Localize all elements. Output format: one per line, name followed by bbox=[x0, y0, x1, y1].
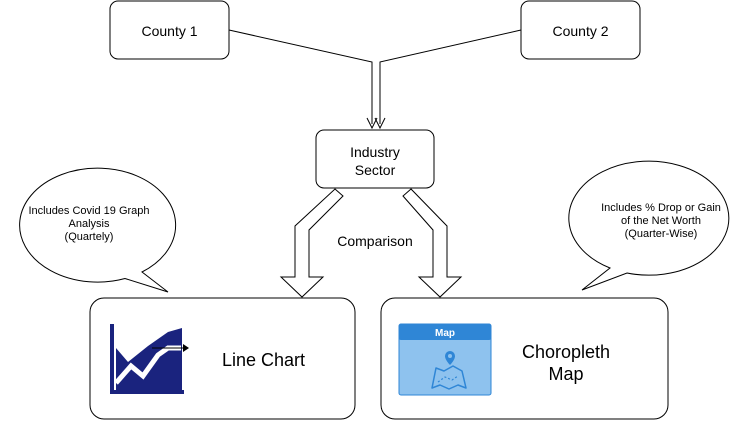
callout-left-line1: Includes Covid 19 Graph bbox=[28, 205, 149, 217]
callout-right-line3: (Quarter-Wise) bbox=[625, 228, 698, 240]
callout-left-line2: Analysis bbox=[69, 218, 110, 230]
industry-sector-label-line1: Industry bbox=[350, 144, 400, 160]
line-chart-node[interactable]: Line Chart bbox=[89, 297, 356, 420]
arrow-industry-to-choropleth bbox=[402, 188, 463, 298]
map-icon: Map bbox=[398, 323, 492, 396]
county-1-node[interactable]: County 1 bbox=[109, 0, 230, 60]
map-icon-title: Map bbox=[435, 328, 455, 339]
comparison-label: Comparison bbox=[337, 233, 412, 249]
callout-left-line3: (Quartely) bbox=[65, 231, 114, 243]
callout-right: Includes % Drop or Gain of the Net Worth… bbox=[568, 160, 730, 291]
choropleth-map-node[interactable]: Map Choropleth Map bbox=[380, 297, 669, 420]
callout-right-line2: of the Net Worth bbox=[621, 215, 701, 227]
industry-sector-label-line2: Sector bbox=[355, 162, 396, 178]
county-2-node[interactable]: County 2 bbox=[520, 0, 641, 60]
choropleth-label-line2: Map bbox=[548, 364, 583, 384]
county-2-label: County 2 bbox=[552, 23, 608, 39]
callout-right-line1: Includes % Drop or Gain bbox=[601, 202, 721, 214]
county-1-label: County 1 bbox=[141, 23, 197, 39]
choropleth-label-line1: Choropleth bbox=[522, 342, 610, 362]
connector-county1-to-industry bbox=[228, 29, 378, 130]
industry-sector-node[interactable]: Industry Sector bbox=[315, 129, 435, 189]
line-chart-label: Line Chart bbox=[222, 350, 305, 370]
connector-county2-to-industry bbox=[374, 29, 522, 130]
callout-left: Includes Covid 19 Graph Analysis (Quarte… bbox=[19, 167, 177, 293]
arrow-industry-to-line-chart bbox=[279, 188, 344, 298]
line-chart-icon bbox=[110, 324, 189, 394]
